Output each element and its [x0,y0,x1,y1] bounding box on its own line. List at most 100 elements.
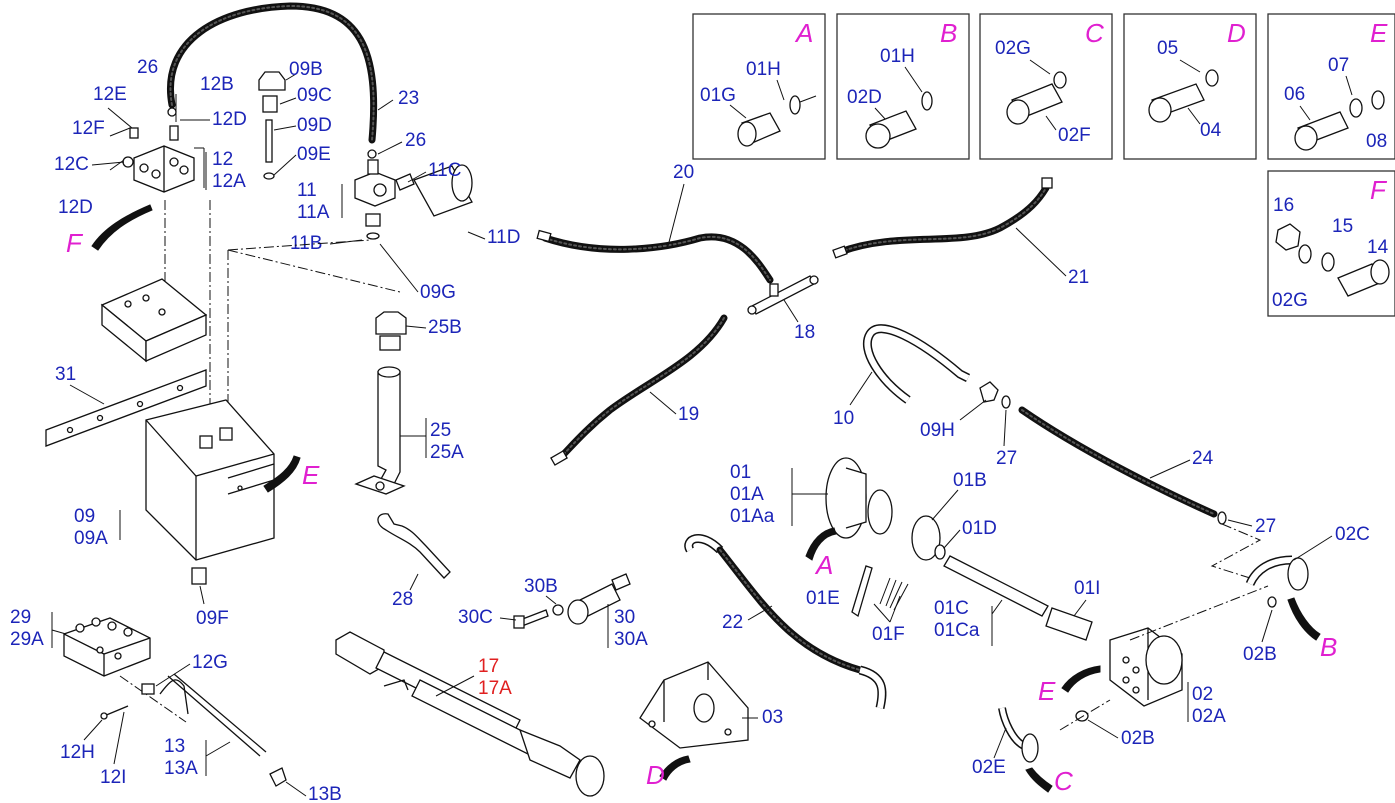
wrench-28 [377,513,451,579]
label-09d: 09D [297,115,332,136]
label-02: 02 [1192,684,1213,705]
label-31: 31 [55,364,76,385]
filler-cap-09b [258,71,297,180]
detail-box-e: E 07 06 08 [1267,13,1395,160]
fitting-30 [513,573,631,629]
label-26: 26 [405,130,426,151]
label-01a: 01A [730,484,764,505]
label-02a: 02A [1192,706,1226,727]
label-12c: 12C [54,154,89,175]
label-23: 23 [398,88,419,109]
ref-a: A [814,550,833,580]
suction-pipe-25 [354,311,407,495]
label-09e: 09E [297,144,331,165]
label-24: 24 [1192,448,1214,469]
label-29a: 29A [10,629,44,650]
label-28: 28 [392,589,413,610]
label-01aa: 01Aa [730,506,775,527]
label-10: 10 [833,408,854,429]
label-12i: 12I [100,767,126,788]
pump-drive-01 [825,457,1093,641]
ref-e-2: E [1038,676,1056,706]
label-14: 14 [1367,237,1389,258]
control-valve-29 [63,617,151,677]
label-01c: 01C [934,598,969,619]
label-11a: 11A [297,202,330,223]
label-09c: 09C [297,85,332,106]
label-11: 11 [297,180,317,201]
detail-box-b: B 01H 02D [836,13,970,160]
label-01h: 01H [880,46,915,67]
label-02f: 02F [1058,125,1091,146]
label-11c: 11C [428,160,461,181]
detail-box-a-letter: A [794,18,813,48]
label-12a: 12A [212,171,246,192]
label-02d: 02D [847,87,882,108]
detail-box-c-letter: C [1085,18,1104,48]
label-21: 21 [1068,267,1089,288]
label-13: 13 [164,736,185,757]
label-12d: 12D [58,197,93,218]
label-12b: 12B [200,74,234,95]
label-29: 29 [10,607,31,628]
detail-box-d: D 05 04 [1123,13,1257,160]
label-27: 27 [996,448,1017,469]
label-02c: 02C [1335,524,1370,545]
label-02g: 02G [1272,290,1308,311]
label-09b: 09B [289,59,323,80]
label-30a: 30A [614,629,648,650]
valve-fitting-11 [341,159,473,240]
valve-assembly-12 [91,94,210,193]
label-01: 01 [730,462,751,483]
label-08: 08 [1366,131,1387,152]
label-01d: 01D [962,518,997,539]
label-01e: 01E [806,588,840,609]
ref-e: E [302,460,320,490]
label-18: 18 [794,322,815,343]
label-26: 26 [137,57,158,78]
label-01h: 01H [746,59,781,80]
label-17: 17 [478,656,499,677]
label-02b: 02B [1243,644,1277,665]
detail-box-f-letter: F [1370,175,1388,205]
ref-c: C [1054,766,1073,796]
label-25a: 25A [430,442,464,463]
detail-box-f: F 16 15 14 02G [1267,170,1395,317]
hydraulic-cylinder-17 [335,631,605,797]
pump-02 [1109,627,1183,707]
label-05: 05 [1157,38,1178,59]
ref-d: D [646,760,665,790]
label-11b: 11B [290,233,322,254]
detail-box-a: A 01H 01G [692,13,826,160]
label-30c: 30C [458,607,493,628]
label-12d: 12D [212,109,247,130]
label-09g: 09G [420,282,456,303]
tank-09 [145,399,275,585]
label-13a: 13A [164,758,198,779]
label-25b: 25B [428,317,462,338]
bracket-31 [45,278,208,447]
detail-box-b-letter: B [940,18,957,48]
label-15: 15 [1332,216,1353,237]
label-02g: 02G [995,38,1031,59]
label-30: 30 [614,607,635,628]
label-16: 16 [1273,195,1294,216]
label-02b: 02B [1121,728,1155,749]
label-17a: 17A [478,678,512,699]
tee-fitting-18 [747,275,819,315]
label-12f: 12F [72,118,105,139]
detail-box-c: C 02G 02F [979,13,1113,160]
label-04: 04 [1200,120,1222,141]
label-27: 27 [1255,516,1276,537]
label-06: 06 [1284,84,1305,105]
label-09: 09 [74,506,95,527]
label-12h: 12H [60,742,95,763]
label-09h: 09H [920,420,955,441]
detail-box-d-letter: D [1227,18,1246,48]
label-13b: 13B [308,784,342,803]
label-30b: 30B [524,576,558,597]
label-22: 22 [722,612,743,633]
label-11d: 11D [487,227,520,248]
label-01g: 01G [700,85,736,106]
